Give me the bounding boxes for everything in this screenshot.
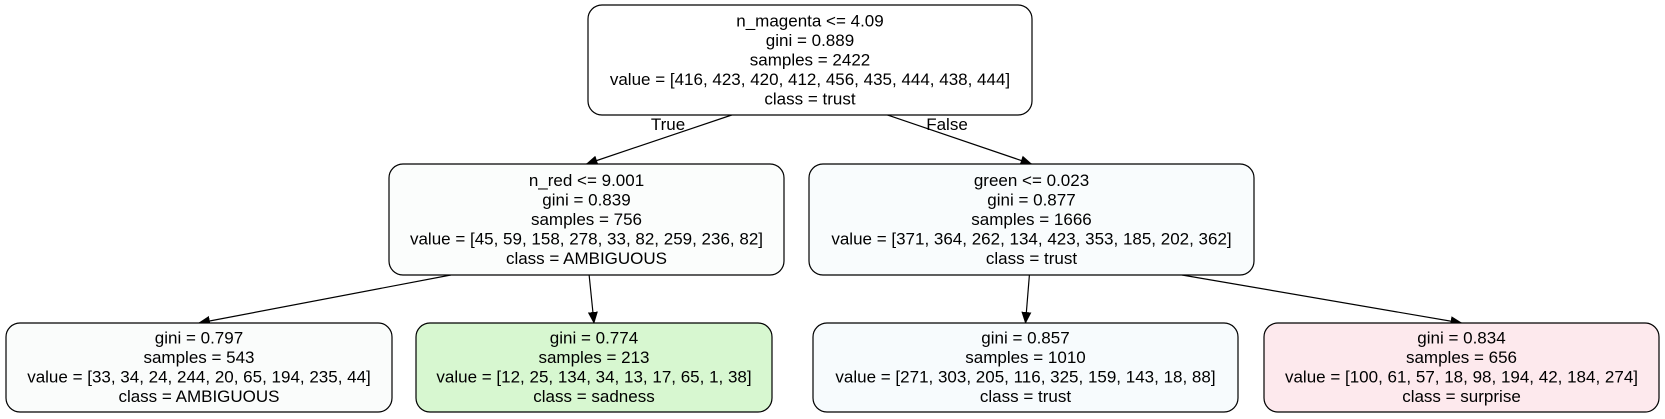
edge-left-to-left-right (587, 274, 598, 324)
node-line: value = [271, 303, 205, 116, 325, 159, 1… (835, 368, 1215, 387)
node-box (808, 163, 1255, 276)
node-line: value = [371, 364, 262, 134, 423, 353, 1… (831, 229, 1231, 248)
node-line: n_magenta <= 4.09 (736, 11, 883, 30)
node-line: class = sadness (533, 387, 654, 406)
node-line: value = [12, 25, 134, 34, 13, 17, 65, 1,… (436, 368, 751, 387)
node-line: samples = 543 (143, 348, 254, 367)
node-line: samples = 213 (538, 348, 649, 367)
node-line: class = trust (986, 249, 1077, 268)
node-box (388, 163, 785, 276)
node-line: samples = 1666 (971, 210, 1092, 229)
node-line: gini = 0.834 (1417, 329, 1505, 348)
node-line: n_red <= 9.001 (529, 171, 644, 190)
edge-left-to-left-left (198, 274, 451, 326)
edges: True False (198, 114, 1463, 327)
node-line: gini = 0.877 (987, 190, 1075, 209)
node-box (5, 322, 393, 413)
node-line: samples = 756 (531, 210, 642, 229)
node-box (1263, 322, 1660, 413)
node-box (812, 322, 1239, 413)
node-line: green <= 0.023 (974, 171, 1089, 190)
node-line: class = AMBIGUOUS (118, 387, 279, 406)
edge-root-to-right (887, 114, 1033, 166)
node-line: gini = 0.774 (550, 329, 638, 348)
edge-label-false: False (926, 115, 968, 134)
node-box (415, 322, 773, 413)
node-line: gini = 0.839 (542, 190, 630, 209)
node-box (587, 4, 1033, 116)
node-line: class = trust (980, 387, 1071, 406)
edge-right-to-right-right (1181, 274, 1463, 327)
node-line: value = [33, 34, 24, 244, 20, 65, 194, 2… (27, 368, 371, 387)
node-line: value = [45, 59, 158, 278, 33, 82, 259, … (410, 229, 763, 248)
node-line: class = AMBIGUOUS (506, 249, 667, 268)
edge-right-to-right-left (1021, 274, 1032, 324)
edge-label-true: True (651, 115, 685, 134)
edge-root-to-left (585, 114, 732, 166)
node-line: samples = 1010 (965, 348, 1086, 367)
node-line: gini = 0.889 (766, 31, 854, 50)
node-line: value = [416, 423, 420, 412, 456, 435, 4… (610, 70, 1010, 89)
node-line: samples = 656 (1406, 348, 1517, 367)
node-line: class = surprise (1402, 387, 1521, 406)
node-line: class = trust (764, 89, 855, 108)
node-line: gini = 0.857 (981, 329, 1069, 348)
node-line: gini = 0.797 (155, 329, 243, 348)
node-line: samples = 2422 (750, 50, 871, 69)
node-line: value = [100, 61, 57, 18, 98, 194, 42, 1… (1285, 368, 1638, 387)
